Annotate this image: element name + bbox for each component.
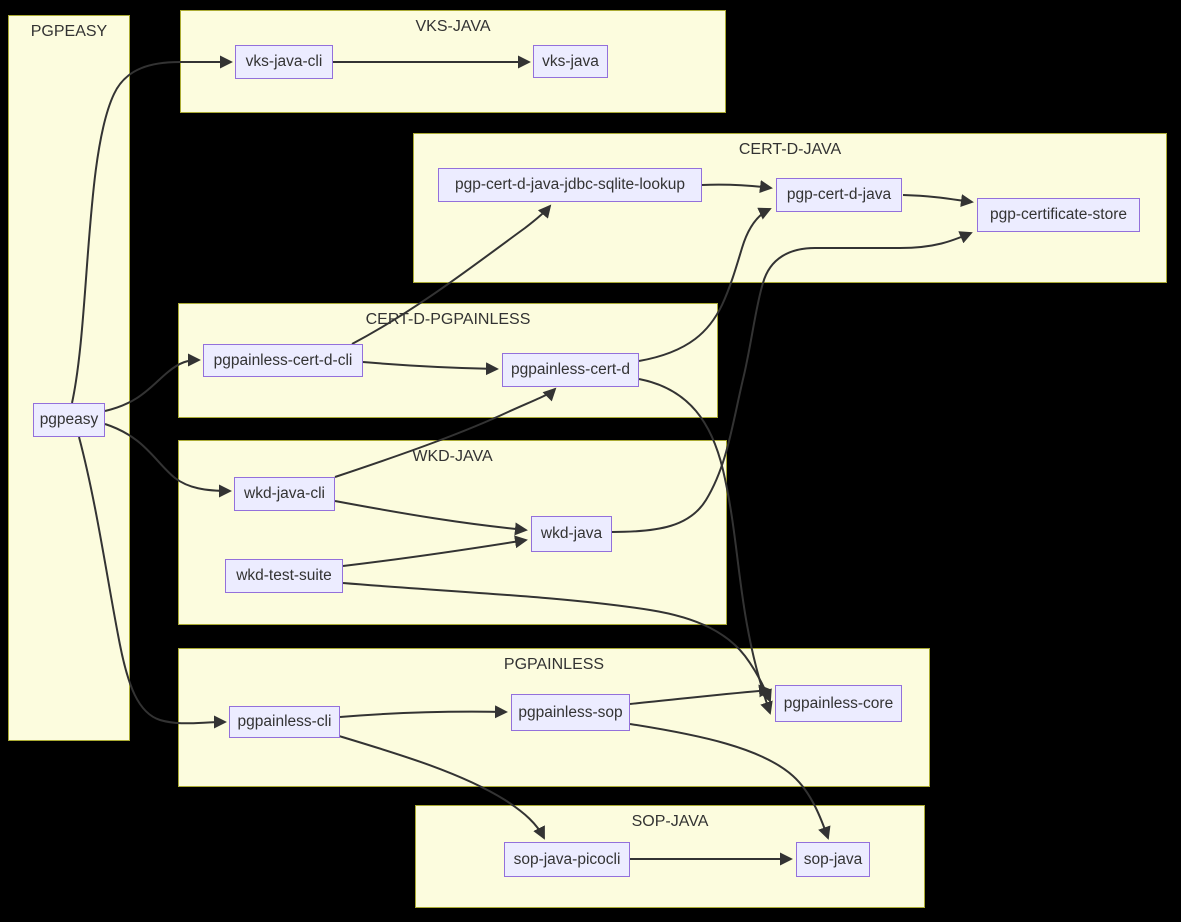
cluster-wkd-java: WKD-JAVA <box>178 440 727 625</box>
node-wkd-java-cli: wkd-java-cli <box>234 477 335 511</box>
node-pgpainless-core: pgpainless-core <box>775 685 902 722</box>
cluster-pgpeasy-title: PGPEASY <box>30 23 108 40</box>
node-pgpainless-sop-label: pgpainless-sop <box>518 703 623 721</box>
edge-pgpeasy-to-wkd-java-cli <box>104 423 232 498</box>
node-pgpeasy-label: pgpeasy <box>39 411 99 428</box>
edge-pgpeasy-to-pgpainless-cert-d-cli <box>104 353 201 412</box>
edge-wkd-java-cli-to-wkd-java <box>334 500 528 536</box>
node-sop-java-picocli: sop-java-picocli <box>504 842 630 877</box>
node-sop-java-label: sop-java <box>803 850 863 868</box>
edge-jdbc-sqlite-lookup-to-pgp-cert-d-java <box>701 180 773 194</box>
edge-pgp-cert-d-java-to-pgp-certificate-store <box>902 194 974 207</box>
node-pgp-cert-d-java-jdbc-sqlite-lookup: pgp-cert-d-java-jdbc-sqlite-lookup <box>438 168 702 202</box>
cluster-pgpainless-title: PGPAINLESS <box>503 656 605 673</box>
edge-wkd-java-to-pgp-certificate-store <box>611 231 973 533</box>
node-jdbc-sqlite-lookup-label: pgp-cert-d-java-jdbc-sqlite-lookup <box>454 176 686 193</box>
node-pgpainless-cli: pgpainless-cli <box>229 706 340 738</box>
edge-pgpainless-cert-d-cli-to-jdbc-sqlite-lookup <box>351 204 552 345</box>
edge-pgpainless-cli-to-pgpainless-sop <box>339 705 508 719</box>
node-pgp-cert-d-java: pgp-cert-d-java <box>776 178 902 212</box>
cluster-wkd-java-title: WKD-JAVA <box>412 448 493 465</box>
edge-pgpeasy-to-pgpainless-cli <box>78 436 227 729</box>
cluster-pgpeasy: PGPEASY <box>8 15 130 741</box>
edge-pgpainless-sop-to-sop-java <box>629 723 831 840</box>
cluster-sop-java-title: SOP-JAVA <box>631 813 709 830</box>
node-vks-java-cli-label: vks-java-cli <box>245 53 323 70</box>
node-wkd-test-suite-label: wkd-test-suite <box>236 567 332 584</box>
edge-pgpainless-cert-d-cli-to-pgpainless-cert-d <box>362 361 499 376</box>
node-vks-java: vks-java <box>533 45 608 78</box>
edge-wkd-test-suite-to-pgpainless-core <box>342 582 772 703</box>
node-pgp-certificate-store: pgp-certificate-store <box>977 198 1140 232</box>
edge-pgpainless-cert-d-to-pgpainless-core <box>638 378 773 715</box>
edge-pgpeasy-to-vks-java-cli <box>71 55 233 404</box>
node-pgp-certificate-store-label: pgp-certificate-store <box>990 206 1127 223</box>
cluster-cert-d-java-title: CERT-D-JAVA <box>738 141 842 158</box>
edge-pgpainless-cert-d-to-pgp-cert-d-java <box>638 207 772 362</box>
node-pgpainless-cert-d: pgpainless-cert-d <box>502 353 639 387</box>
node-pgpainless-core-label: pgpainless-core <box>783 694 894 712</box>
edge-wkd-test-suite-to-wkd-java <box>342 535 528 567</box>
node-sop-java-picocli-label: sop-java-picocli <box>513 850 621 868</box>
node-pgp-cert-d-java-label: pgp-cert-d-java <box>786 186 892 203</box>
edge-wkd-java-cli-to-pgpainless-cert-d <box>334 387 557 478</box>
node-pgpainless-sop: pgpainless-sop <box>511 694 630 731</box>
edge-pgpainless-sop-to-pgpainless-core <box>629 684 772 705</box>
cluster-cert-d-pgpainless-title: CERT-D-PGPAINLESS <box>365 311 531 328</box>
node-pgpainless-cli-label: pgpainless-cli <box>237 713 332 730</box>
node-pgpainless-cert-d-cli: pgpainless-cert-d-cli <box>203 344 363 377</box>
node-wkd-java-cli-label: wkd-java-cli <box>244 485 325 502</box>
node-wkd-java: wkd-java <box>531 516 612 552</box>
node-vks-java-cli: vks-java-cli <box>235 45 333 79</box>
node-wkd-java-label: wkd-java <box>540 525 603 542</box>
node-pgpainless-cert-d-label: pgpainless-cert-d <box>511 361 630 378</box>
node-wkd-test-suite: wkd-test-suite <box>225 559 343 593</box>
node-pgpeasy: pgpeasy <box>33 403 105 437</box>
cluster-vks-java-title: VKS-JAVA <box>415 18 491 35</box>
node-vks-java-label: vks-java <box>542 52 599 70</box>
edge-pgpainless-cli-to-sop-java-picocli <box>338 735 545 840</box>
node-pgpainless-cert-d-cli-label: pgpainless-cert-d-cli <box>213 351 353 369</box>
node-sop-java: sop-java <box>796 842 870 877</box>
